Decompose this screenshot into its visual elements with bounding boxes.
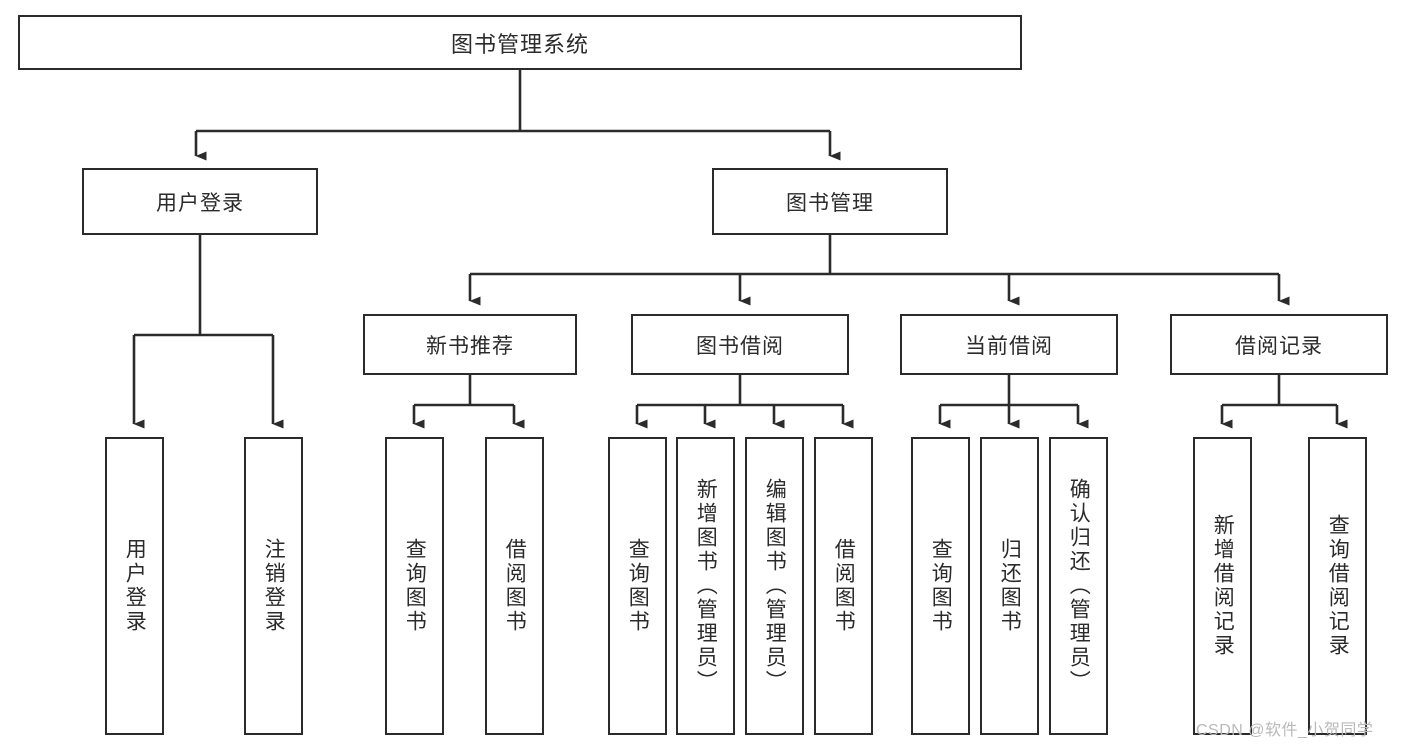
leaf-user-login-label: 用户登录 [123, 538, 147, 634]
leaf-query-book-3[interactable]: 查询图书 [911, 437, 970, 735]
leaf-query-book-2-label: 查询图书 [626, 538, 650, 634]
leaf-confirm-return[interactable]: 确认归还（管理员） [1049, 437, 1108, 735]
leaf-add-book[interactable]: 新增图书（管理员） [676, 437, 735, 735]
node-book-borrow-label: 图书借阅 [696, 334, 784, 358]
leaf-borrow-book-1-label: 借阅图书 [503, 538, 527, 634]
node-book-management-label: 图书管理 [786, 191, 874, 215]
node-root-system[interactable]: 图书管理系统 [18, 15, 1022, 70]
leaf-query-book-1-label: 查询图书 [403, 538, 427, 634]
leaf-logout-login[interactable]: 注销登录 [244, 437, 303, 735]
node-book-borrow[interactable]: 图书借阅 [631, 314, 849, 375]
leaf-query-book-1[interactable]: 查询图书 [385, 437, 444, 735]
node-borrow-record[interactable]: 借阅记录 [1170, 314, 1388, 375]
leaf-edit-book[interactable]: 编辑图书（管理员） [745, 437, 804, 735]
leaf-borrow-book-2-label: 借阅图书 [832, 538, 856, 634]
leaf-add-book-label: 新增图书（管理员） [694, 478, 718, 694]
leaf-user-login[interactable]: 用户登录 [105, 437, 164, 735]
node-root-system-label: 图书管理系统 [450, 31, 589, 57]
leaf-return-book[interactable]: 归还图书 [980, 437, 1039, 735]
leaf-confirm-return-label: 确认归还（管理员） [1067, 478, 1091, 694]
leaf-edit-book-label: 编辑图书（管理员） [763, 478, 787, 694]
node-current-borrow-label: 当前借阅 [965, 334, 1053, 358]
leaf-borrow-book-1[interactable]: 借阅图书 [485, 437, 544, 735]
leaf-logout-login-label: 注销登录 [262, 538, 286, 634]
node-current-borrow[interactable]: 当前借阅 [900, 314, 1118, 375]
node-book-management[interactable]: 图书管理 [712, 168, 948, 235]
node-user-login-label: 用户登录 [156, 191, 244, 215]
leaf-add-record-label: 新增借阅记录 [1211, 514, 1235, 658]
leaf-query-book-2[interactable]: 查询图书 [608, 437, 667, 735]
node-new-book-recommend[interactable]: 新书推荐 [363, 314, 577, 375]
leaf-return-book-label: 归还图书 [998, 538, 1022, 634]
leaf-query-record[interactable]: 查询借阅记录 [1308, 437, 1367, 735]
leaf-query-record-label: 查询借阅记录 [1326, 514, 1350, 658]
watermark-csdn: CSDN @软件_小贺同学 [1196, 722, 1374, 739]
node-new-book-recommend-label: 新书推荐 [426, 334, 514, 358]
node-user-login[interactable]: 用户登录 [82, 168, 318, 235]
leaf-query-book-3-label: 查询图书 [929, 538, 953, 634]
node-borrow-record-label: 借阅记录 [1235, 334, 1323, 358]
leaf-add-record[interactable]: 新增借阅记录 [1193, 437, 1252, 735]
leaf-borrow-book-2[interactable]: 借阅图书 [814, 437, 873, 735]
